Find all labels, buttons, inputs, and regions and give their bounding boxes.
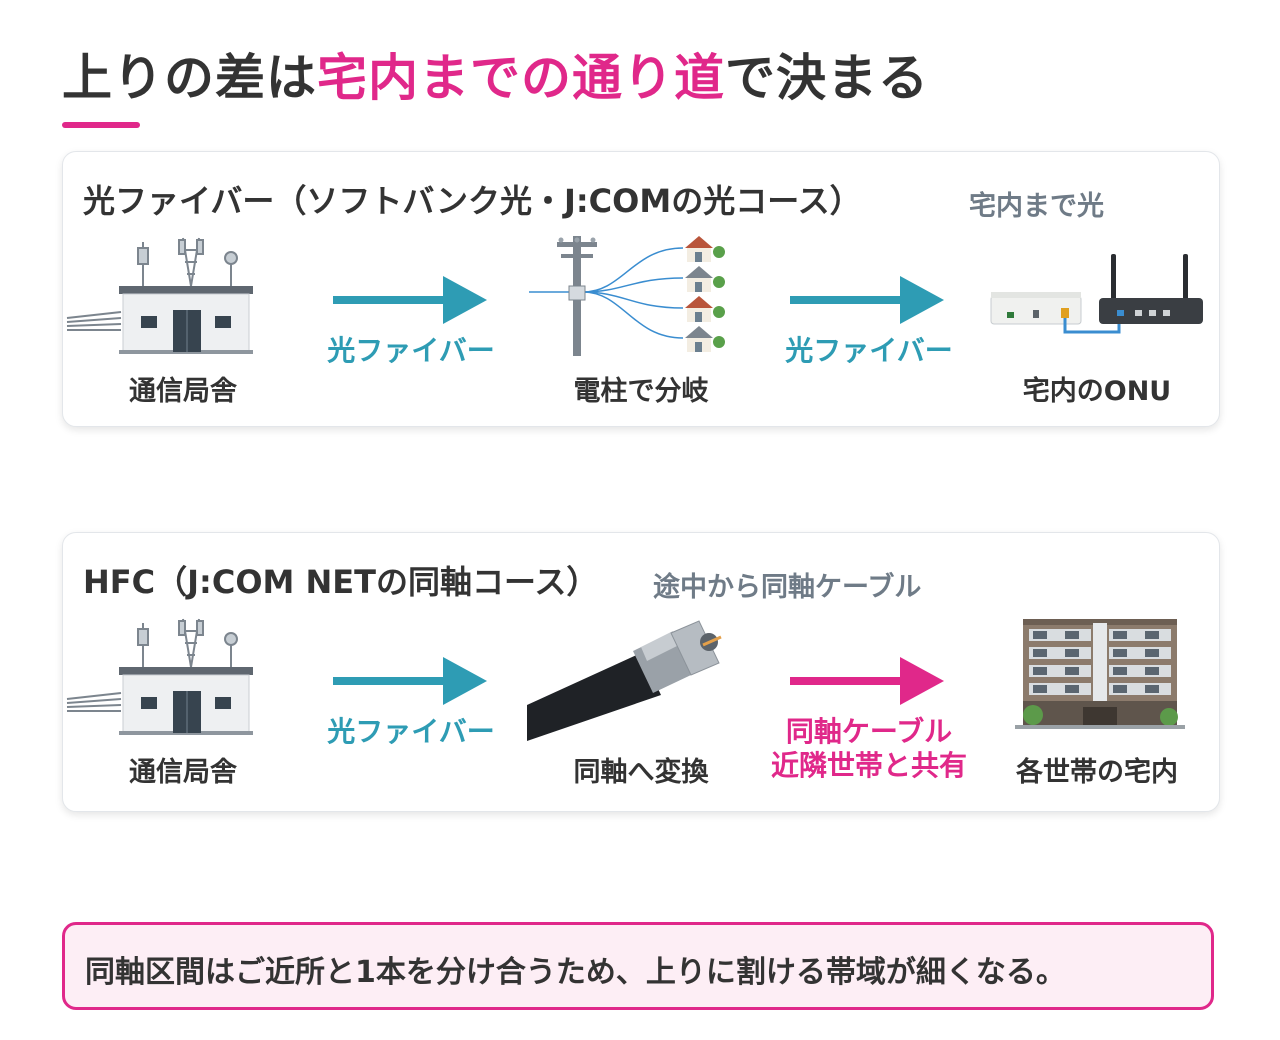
arrow-right-icon xyxy=(790,276,944,324)
coax-cable-icon xyxy=(527,620,722,741)
hfc-arrow2-label-line1: 同軸ケーブル xyxy=(785,715,953,748)
house-icon xyxy=(685,266,725,292)
building-icon xyxy=(66,618,253,735)
note-text: 同軸区間はご近所と1本を分け合うため、上りに割ける帯域が細くなる。 xyxy=(85,955,1066,990)
title-underline xyxy=(62,122,140,128)
router-icon xyxy=(1099,254,1203,324)
page-title: 上りの差は宅内までの通り道で決まる xyxy=(62,38,929,110)
hfc-card-subtitle: 途中から同軸ケーブル xyxy=(653,572,922,603)
house-icon xyxy=(685,296,725,322)
hfc-node-homes: 各世帯の宅内 xyxy=(1016,757,1178,788)
arrow-right-icon xyxy=(333,657,487,705)
fiber-card-title: 光ファイバー（ソフトバンク光・J:COMの光コース） xyxy=(83,182,862,220)
onu-icon xyxy=(990,254,1203,334)
house-icon xyxy=(685,236,725,262)
arrow-right-icon xyxy=(333,276,487,324)
hfc-card-title: HFC（J:COM NETの同軸コース） xyxy=(83,563,599,601)
hfc-card: HFC（J:COM NETの同軸コース） 途中から同軸ケーブル 通信局舎 xyxy=(62,532,1220,812)
fiber-node-station: 通信局舎 xyxy=(129,376,237,407)
title-prefix: 上りの差は xyxy=(62,49,317,107)
note-box: 同軸区間はご近所と1本を分け合うため、上りに割ける帯域が細くなる。 xyxy=(62,922,1214,1010)
hfc-arrow1-label: 光ファイバー xyxy=(327,715,495,748)
antenna-icon xyxy=(137,618,238,668)
fiber-card-subtitle: 宅内まで光 xyxy=(969,191,1104,222)
fiber-node-pole: 電柱で分岐 xyxy=(573,376,709,407)
fiber-arrow2-label: 光ファイバー xyxy=(785,334,953,367)
building-icon xyxy=(66,237,253,354)
antenna-icon xyxy=(137,237,238,287)
hfc-arrow2-label: 同軸ケーブル 近隣世帯と共有 xyxy=(771,715,967,783)
hfc-arrow2-label-line2: 近隣世帯と共有 xyxy=(770,749,968,782)
hfc-node-station: 通信局舎 xyxy=(129,757,237,788)
fiber-node-onu: 宅内のONU xyxy=(1022,376,1172,407)
hfc-node-coax: 同軸へ変換 xyxy=(573,757,709,788)
house-icon xyxy=(685,326,725,352)
apartment-icon xyxy=(1015,619,1185,729)
title-suffix: で決まる xyxy=(725,49,929,107)
arrow-right-icon xyxy=(790,657,944,705)
fiber-card: 光ファイバー（ソフトバンク光・J:COMの光コース） 宅内まで光 通信 xyxy=(62,151,1220,427)
title-highlight: 宅内までの通り道 xyxy=(317,49,725,107)
utility-pole-icon xyxy=(529,236,725,356)
fiber-arrow1-label: 光ファイバー xyxy=(327,334,495,367)
